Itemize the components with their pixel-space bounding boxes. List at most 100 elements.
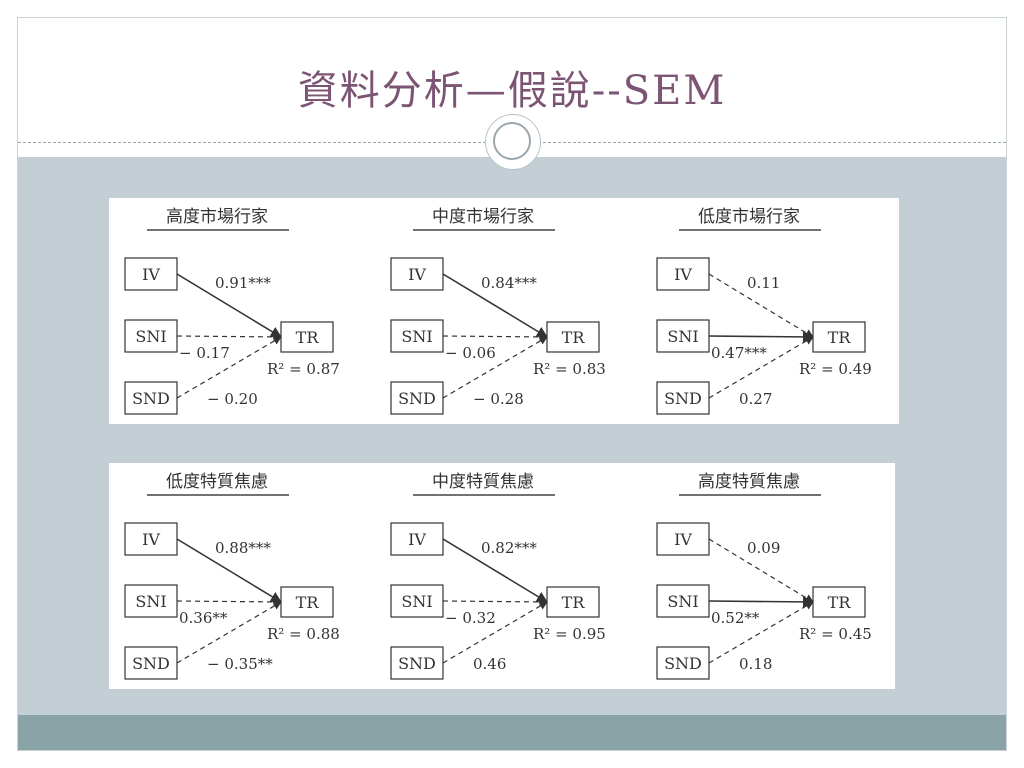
path-coefficient-sni: − 0.32	[445, 609, 496, 627]
node-box-tr	[546, 321, 600, 353]
node-label-snd: SND	[132, 389, 170, 408]
r-squared: R² = 0.45	[799, 625, 872, 643]
sem-diagram: 高度特質焦慮 0.09 0.52** 0.18 IV SNI SND TR R² = 0.45	[656, 472, 872, 680]
diagram-heading: 低度市場行家	[698, 207, 800, 227]
node-label-tr: TR	[296, 328, 320, 347]
node-label-snd: SND	[664, 389, 702, 408]
path-coefficient-snd: − 0.20	[207, 390, 258, 408]
path-coefficient-snd: 0.46	[473, 655, 506, 673]
node-box-tr	[280, 586, 334, 618]
node-box-iv	[656, 257, 710, 291]
node-label-sni: SNI	[135, 327, 166, 346]
footer-bar	[18, 715, 1006, 750]
node-box-iv	[656, 522, 710, 556]
diagram-heading: 高度市場行家	[166, 207, 268, 227]
path-coefficient-iv: 0.84***	[481, 274, 537, 292]
node-label-iv: IV	[408, 265, 426, 284]
path-arrow-iv	[442, 538, 548, 603]
path-coefficient-snd: 0.18	[739, 655, 772, 673]
node-label-snd: SND	[398, 654, 436, 673]
path-arrow-sni	[442, 597, 548, 607]
path-coefficient-sni: 0.52**	[711, 609, 760, 627]
path-coefficient-snd: 0.27	[739, 390, 772, 408]
node-box-sni	[390, 584, 444, 618]
node-label-snd: SND	[398, 389, 436, 408]
sem-diagram: 低度特質焦慮 0.88*** 0.36** − 0.35** IV SNI SND TR R² …	[124, 472, 340, 680]
node-label-iv: IV	[142, 265, 160, 284]
path-coefficient-sni: 0.47***	[711, 344, 767, 362]
path-coefficient-sni: 0.36**	[179, 609, 228, 627]
node-label-sni: SNI	[667, 327, 698, 346]
path-arrow-iv	[176, 538, 282, 603]
node-box-iv	[124, 257, 178, 291]
sem-diagram: 低度市場行家 0.11 0.47*** 0.27 IV SNI SND TR R² = 0.49	[656, 207, 872, 415]
r-squared: R² = 0.88	[267, 625, 340, 643]
path-arrow-snd	[442, 336, 548, 399]
path-coefficient-snd: − 0.35**	[207, 655, 273, 673]
node-box-sni	[124, 584, 178, 618]
path-coefficient-snd: − 0.28	[473, 390, 524, 408]
path-arrow-snd	[176, 601, 282, 664]
node-label-tr: TR	[296, 593, 320, 612]
r-squared: R² = 0.95	[533, 625, 606, 643]
diagram-heading: 中度特質焦慮	[432, 472, 534, 492]
path-arrow-sni	[176, 332, 282, 342]
node-label-sni: SNI	[401, 327, 432, 346]
path-coefficient-iv: 0.09	[747, 539, 780, 557]
node-label-tr: TR	[828, 593, 852, 612]
node-box-tr	[812, 321, 866, 353]
node-box-snd	[656, 646, 710, 680]
node-box-iv	[124, 522, 178, 556]
node-box-snd	[124, 381, 178, 415]
path-arrow-sni	[442, 332, 548, 342]
node-label-sni: SNI	[135, 592, 166, 611]
node-label-iv: IV	[408, 530, 426, 549]
node-box-sni	[656, 319, 710, 353]
node-box-snd	[124, 646, 178, 680]
node-box-tr	[812, 586, 866, 618]
node-label-tr: TR	[562, 328, 586, 347]
path-coefficient-sni: − 0.17	[179, 344, 230, 362]
node-label-iv: IV	[674, 530, 692, 549]
path-arrow-iv	[176, 273, 282, 338]
node-box-tr	[546, 586, 600, 618]
node-box-snd	[656, 381, 710, 415]
path-arrow-snd	[176, 336, 282, 399]
circle-ornament	[485, 114, 541, 170]
diagram-heading: 低度特質焦慮	[166, 472, 268, 492]
node-box-sni	[656, 584, 710, 618]
node-box-iv	[390, 257, 444, 291]
path-arrow-iv	[708, 538, 814, 603]
diagram-heading: 高度特質焦慮	[698, 472, 800, 492]
node-label-snd: SND	[132, 654, 170, 673]
r-squared: R² = 0.49	[799, 360, 872, 378]
path-arrow-iv	[442, 273, 548, 338]
path-coefficient-iv: 0.82***	[481, 539, 537, 557]
path-coefficient-iv: 0.91***	[215, 274, 271, 292]
node-box-sni	[124, 319, 178, 353]
diagram-heading: 中度市場行家	[432, 207, 534, 227]
node-label-iv: IV	[674, 265, 692, 284]
diagram-panel-bottom: 低度特質焦慮 0.88*** 0.36** − 0.35** IV SNI SND TR R² …	[109, 463, 895, 689]
node-box-iv	[390, 522, 444, 556]
path-arrow-snd	[708, 336, 814, 399]
node-label-iv: IV	[142, 530, 160, 549]
diagram-panel-top: 高度市場行家 0.91*** − 0.17 − 0.20 IV SNI SND TR R² = …	[109, 198, 899, 424]
path-coefficient-sni: − 0.06	[445, 344, 496, 362]
node-label-sni: SNI	[667, 592, 698, 611]
path-arrow-sni	[708, 331, 815, 343]
node-label-tr: TR	[828, 328, 852, 347]
node-box-tr	[280, 321, 334, 353]
node-box-snd	[390, 646, 444, 680]
node-label-sni: SNI	[401, 592, 432, 611]
path-arrow-sni	[176, 597, 282, 607]
r-squared: R² = 0.83	[533, 360, 606, 378]
node-label-snd: SND	[664, 654, 702, 673]
path-coefficient-iv: 0.88***	[215, 539, 271, 557]
sem-diagram: 中度市場行家 0.84*** − 0.06 − 0.28 IV SNI SND TR R² = …	[390, 207, 606, 415]
node-label-tr: TR	[562, 593, 586, 612]
path-arrow-snd	[442, 601, 548, 664]
path-arrow-snd	[708, 601, 814, 664]
path-coefficient-iv: 0.11	[747, 274, 780, 292]
